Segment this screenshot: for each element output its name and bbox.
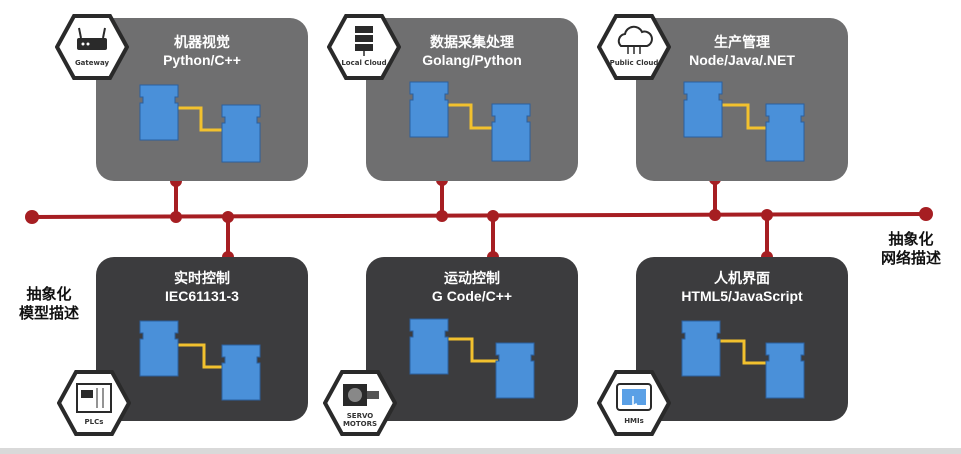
- bus-end-left: [25, 210, 39, 224]
- panel-title: 人机界面: [714, 270, 770, 286]
- block-1: [139, 84, 179, 141]
- panel-subtitle: Node/Java/.NET: [689, 52, 795, 68]
- module-blocks: [409, 81, 531, 162]
- module-blocks: [139, 84, 261, 163]
- panel-title: 实时控制: [174, 270, 230, 286]
- badge-label: Local Cloud: [341, 59, 387, 67]
- panel-hmi: 人机界面 HTML5/JavaScript: [636, 257, 848, 421]
- panel-title: 数据采集处理: [430, 34, 514, 50]
- block-1: [409, 81, 449, 138]
- network-abstraction-label: 抽象化 网络描述: [862, 230, 960, 268]
- module-blocks: [139, 320, 261, 401]
- public-cloud-badge: Public Cloud: [596, 14, 672, 80]
- badge-label: Public Cloud: [609, 59, 659, 67]
- badge-label: PLCs: [84, 418, 104, 426]
- panel-subtitle: HTML5/JavaScript: [681, 288, 803, 304]
- servo-motor-icon: [322, 370, 398, 436]
- panel-title: 生产管理: [714, 34, 770, 50]
- block-1: [139, 320, 179, 377]
- block-1: [409, 318, 449, 375]
- gateway-icon: [54, 14, 130, 80]
- panel-production-management: 生产管理 Node/Java/.NET: [636, 18, 848, 181]
- servo-motors-badge: SERVO MOTORS: [322, 370, 398, 436]
- block-2: [765, 103, 805, 162]
- block-1: [683, 81, 723, 138]
- panel-title: 运动控制: [444, 270, 500, 286]
- bus-end-right: [919, 207, 933, 221]
- model-label-line-1: 抽象化: [26, 286, 72, 303]
- panel-subtitle: IEC61131-3: [165, 288, 239, 304]
- network-label-line-1: 抽象化: [888, 231, 934, 248]
- panel-motion-control: 运动控制 G Code/C++: [366, 257, 578, 421]
- server-icon: [326, 14, 402, 80]
- badge-label: HMIs: [624, 417, 644, 425]
- panel-subtitle: G Code/C++: [431, 288, 513, 304]
- block-2: [221, 104, 261, 163]
- module-blocks: [409, 318, 535, 399]
- local-cloud-badge: Local Cloud: [326, 14, 402, 80]
- plc-badge: PLCs: [56, 370, 132, 436]
- panel-data-processing: 数据采集处理 Golang/Python: [366, 18, 578, 181]
- network-bus-line: [30, 212, 928, 219]
- module-blocks: [683, 81, 805, 162]
- block-2: [495, 342, 535, 399]
- panel-subtitle: Golang/Python: [422, 52, 522, 68]
- gateway-badge: Gateway: [54, 14, 130, 80]
- badge-label: SERVO MOTORS: [342, 412, 378, 428]
- status-strip: [0, 448, 961, 454]
- panel-realtime-control: 实时控制 IEC61131-3: [96, 257, 308, 421]
- touchscreen-icon: [596, 370, 672, 436]
- panel-title: 机器视觉: [174, 34, 230, 50]
- cloud-icon: [596, 14, 672, 80]
- panel-subtitle: Python/C++: [163, 52, 241, 68]
- block-2: [765, 342, 805, 399]
- block-1: [681, 320, 721, 377]
- module-blocks: [681, 320, 805, 399]
- badge-label: Gateway: [74, 59, 110, 67]
- block-2: [221, 344, 261, 401]
- model-abstraction-label: 抽象化 模型描述: [4, 285, 94, 323]
- panel-machine-vision: 机器视觉 Python/C++: [96, 18, 308, 181]
- network-label-line-2: 网络描述: [880, 250, 941, 267]
- block-2: [491, 103, 531, 162]
- model-label-line-2: 模型描述: [18, 305, 79, 322]
- plc-icon: [56, 370, 132, 436]
- hmi-badge: HMIs: [596, 370, 672, 436]
